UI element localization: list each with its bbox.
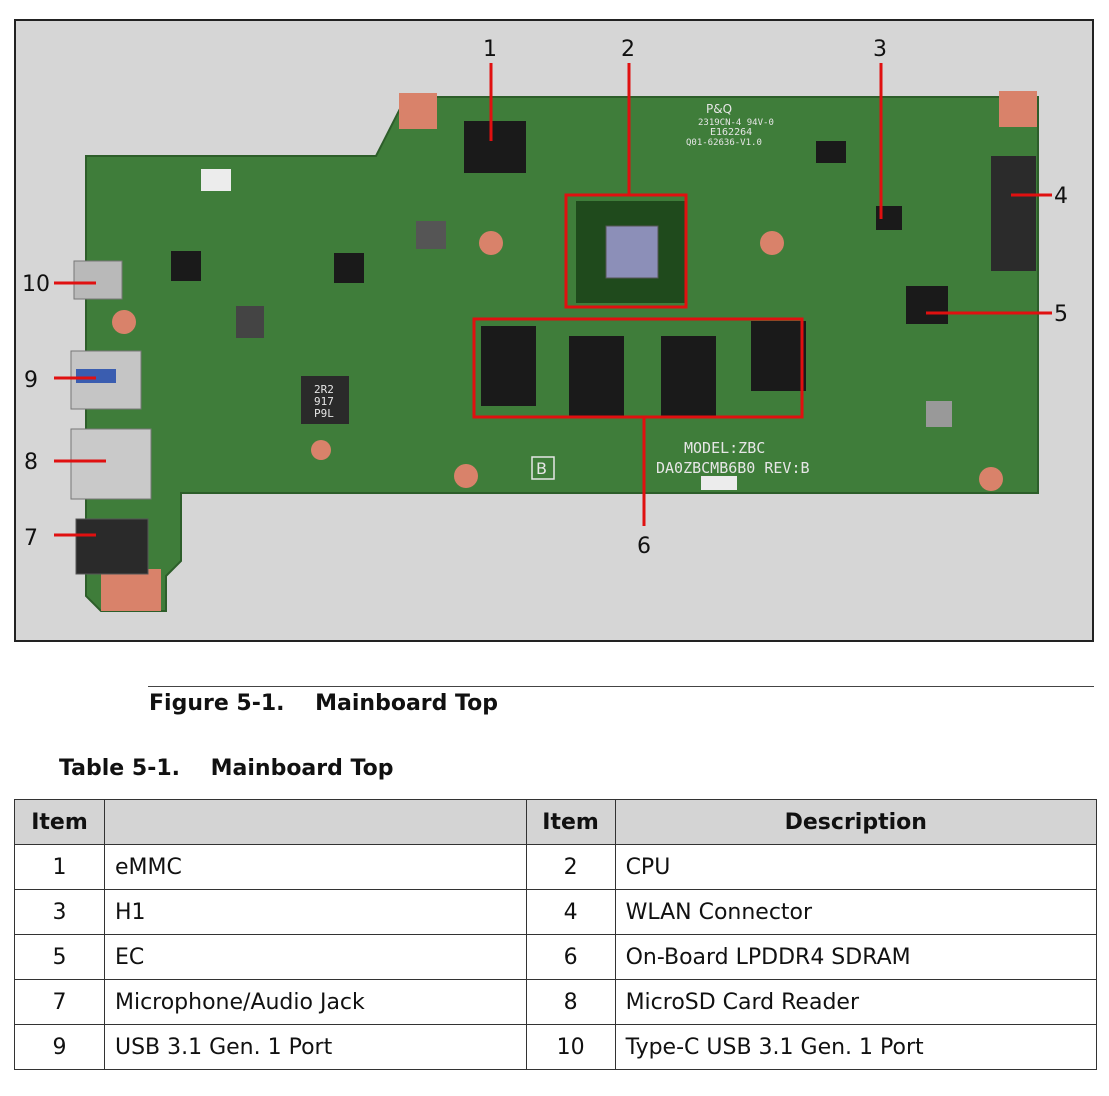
callout-5: 5 <box>1054 302 1068 327</box>
table-row: 7 Microphone/Audio Jack 8 MicroSD Card R… <box>14 979 1098 1025</box>
callout-9: 9 <box>24 368 38 393</box>
mainboard-photo: MODEL:ZBC DA0ZBCMB6B0 REV:B P&Q 2319CN-4… <box>14 19 1094 642</box>
pcb-board <box>85 96 1039 612</box>
usb-a-tongue <box>76 369 116 383</box>
item-description: USB 3.1 Gen. 1 Port <box>103 1024 527 1070</box>
item-number: 10 <box>525 1024 616 1070</box>
table-caption: Table 5-1. Mainboard Top <box>59 756 394 781</box>
item-description: MicroSD Card Reader <box>614 979 1098 1025</box>
item-description: WLAN Connector <box>614 889 1098 935</box>
table-row: 9 USB 3.1 Gen. 1 Port 10 Type-C USB 3.1 … <box>14 1024 1098 1070</box>
callout-1: 1 <box>483 37 497 62</box>
item-number: 3 <box>14 889 105 935</box>
board-badge: B <box>536 459 547 478</box>
board-cert-text: P&Q <box>706 102 732 116</box>
item-number: 4 <box>525 889 616 935</box>
header-blank <box>103 799 527 845</box>
callout-7: 7 <box>24 526 38 551</box>
board-rating-text: 2319CN-4 94V-0 <box>698 118 774 128</box>
item-number: 9 <box>14 1024 105 1070</box>
item-number: 1 <box>14 844 105 890</box>
item-description: CPU <box>614 844 1098 890</box>
table-header-row: Item Item Description <box>14 799 1098 845</box>
item-number: 5 <box>14 934 105 980</box>
callout-2: 2 <box>621 37 635 62</box>
item-description: Microphone/Audio Jack <box>103 979 527 1025</box>
board-model-text: MODEL:ZBC <box>684 439 765 457</box>
wlan-connector <box>991 156 1036 271</box>
figure-caption: Figure 5-1. Mainboard Top <box>149 691 499 716</box>
board-part-text: Q01-62636-V1.0 <box>686 138 762 148</box>
item-description: eMMC <box>103 844 527 890</box>
item-description: H1 <box>103 889 527 935</box>
mainboard-illustration: MODEL:ZBC DA0ZBCMB6B0 REV:B P&Q 2319CN-4… <box>16 21 1092 640</box>
item-number: 6 <box>525 934 616 980</box>
item-description: Type-C USB 3.1 Gen. 1 Port <box>614 1024 1098 1070</box>
inductor-label-line: P9L <box>314 407 334 420</box>
item-description: On-Board LPDDR4 SDRAM <box>614 934 1098 980</box>
audio-jack <box>75 518 149 575</box>
ram-chip <box>661 336 716 416</box>
figure-rule <box>148 686 1094 687</box>
ram-chip <box>569 336 624 416</box>
ram-chip <box>751 321 806 391</box>
inductor-label-line: 917 <box>314 395 334 408</box>
callout-8: 8 <box>24 450 38 475</box>
header-item-2: Item <box>525 799 616 845</box>
item-number: 8 <box>525 979 616 1025</box>
callout-3: 3 <box>873 37 887 62</box>
inductor-label-line: 2R2 <box>314 383 334 396</box>
item-number: 2 <box>525 844 616 890</box>
header-description: Description <box>614 799 1098 845</box>
cpu-die <box>605 225 659 279</box>
header-item: Item <box>14 799 105 845</box>
table-row: 5 EC 6 On-Board LPDDR4 SDRAM <box>14 934 1098 980</box>
callout-10: 10 <box>22 272 50 297</box>
table-row: 1 eMMC 2 CPU <box>14 844 1098 890</box>
ram-chip <box>481 326 536 406</box>
callout-4: 4 <box>1054 184 1068 209</box>
item-description: EC <box>103 934 527 980</box>
mainboard-item-table: Item Item Description 1 eMMC 2 CPU 3 H1 … <box>14 799 1098 1070</box>
table-row: 3 H1 4 WLAN Connector <box>14 889 1098 935</box>
board-ul-text: E162264 <box>710 127 752 138</box>
usb-c-port <box>73 260 123 300</box>
board-revision-text: DA0ZBCMB6B0 REV:B <box>656 459 810 477</box>
ec-chip <box>906 286 948 324</box>
emmc-chip <box>464 121 526 173</box>
item-number: 7 <box>14 979 105 1025</box>
callout-6: 6 <box>637 534 651 559</box>
microsd-slot <box>70 428 152 500</box>
